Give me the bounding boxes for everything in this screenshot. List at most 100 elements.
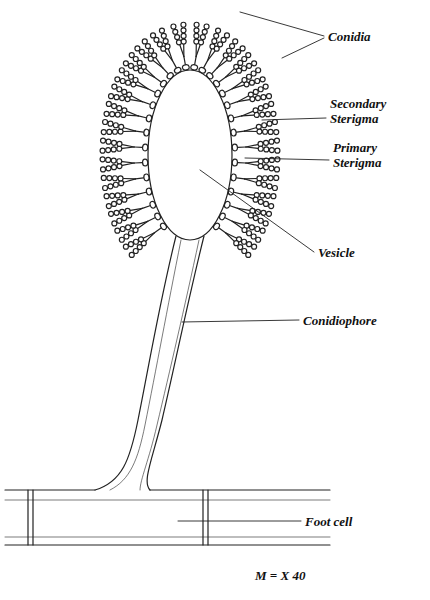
conidium bbox=[115, 193, 120, 198]
conidium bbox=[114, 210, 119, 215]
conidium bbox=[127, 92, 132, 97]
conidium bbox=[128, 63, 133, 68]
rim-cell bbox=[159, 79, 167, 88]
conidium bbox=[244, 82, 249, 87]
conidium bbox=[233, 39, 238, 44]
conidium bbox=[126, 80, 131, 85]
conidium bbox=[141, 64, 146, 69]
conidium bbox=[246, 53, 251, 58]
conidium bbox=[159, 28, 164, 33]
conidium bbox=[252, 61, 257, 66]
conidium bbox=[242, 239, 247, 244]
conidium bbox=[214, 46, 219, 51]
primary-sterigma bbox=[230, 102, 238, 105]
conidium bbox=[100, 148, 105, 153]
conidium bbox=[173, 29, 178, 34]
secondary-sterigma bbox=[246, 163, 258, 165]
conidium bbox=[101, 167, 106, 172]
conidium bbox=[149, 48, 154, 53]
rim-cell bbox=[149, 201, 156, 209]
primary-sterigma bbox=[142, 206, 150, 209]
primary-sterigma bbox=[225, 89, 232, 93]
conidium bbox=[250, 97, 255, 102]
conidium bbox=[112, 176, 117, 181]
rim-cell bbox=[232, 144, 237, 151]
conidium bbox=[106, 101, 111, 106]
primary-sterigma bbox=[195, 57, 196, 65]
conidiophore-wall bbox=[110, 240, 181, 490]
conidium bbox=[101, 175, 106, 180]
conidium bbox=[224, 33, 229, 38]
conidium bbox=[265, 193, 270, 198]
primary-sterigma bbox=[154, 77, 161, 82]
secondary-sterigma bbox=[124, 178, 136, 180]
secondary-sterigma bbox=[132, 96, 143, 102]
conidium bbox=[272, 120, 277, 125]
conidium bbox=[125, 208, 130, 213]
conidium bbox=[242, 66, 247, 71]
primary-sterigma bbox=[237, 178, 245, 179]
septum bbox=[28, 490, 33, 545]
conidium bbox=[253, 197, 258, 202]
secondary-sterigma bbox=[232, 85, 243, 89]
conidium bbox=[248, 213, 253, 218]
sterigmata-and-conidia bbox=[100, 22, 280, 257]
conidium bbox=[258, 106, 263, 111]
conidium bbox=[171, 24, 176, 29]
conidium bbox=[260, 77, 265, 82]
conidium bbox=[119, 68, 124, 73]
primary-sterigma bbox=[219, 77, 226, 82]
conidium bbox=[145, 44, 150, 49]
conidium bbox=[266, 94, 271, 99]
primary-sterigma bbox=[238, 162, 246, 164]
conidium bbox=[255, 96, 260, 101]
conidium bbox=[133, 66, 138, 71]
primary-sterigma bbox=[219, 228, 226, 233]
leader-line bbox=[200, 170, 314, 252]
primary-sterigma bbox=[136, 178, 144, 179]
conidium bbox=[138, 237, 143, 242]
rim-cell bbox=[154, 212, 162, 220]
conidium bbox=[264, 165, 269, 170]
primary-sterigma bbox=[163, 68, 168, 74]
primary-sterigma bbox=[234, 116, 242, 118]
conidium bbox=[269, 101, 274, 106]
conidium bbox=[122, 89, 127, 94]
rim-cell bbox=[143, 129, 149, 136]
rim-cell bbox=[212, 79, 220, 88]
leader-line bbox=[245, 158, 329, 160]
conidium bbox=[107, 176, 112, 181]
part-label: Primary Sterigma bbox=[333, 140, 418, 170]
conidium bbox=[237, 68, 242, 73]
conidium bbox=[117, 87, 122, 92]
secondary-sterigma bbox=[156, 58, 163, 68]
conidium bbox=[263, 176, 268, 181]
conidium bbox=[227, 56, 232, 61]
primary-sterigma bbox=[204, 61, 208, 68]
conidium bbox=[234, 241, 239, 246]
secondary-sterigma bbox=[246, 147, 258, 148]
rim-cell bbox=[146, 188, 153, 196]
conidium bbox=[115, 228, 120, 233]
conidium bbox=[133, 239, 138, 244]
conidium bbox=[129, 53, 134, 58]
conidium bbox=[238, 60, 243, 65]
conidium bbox=[135, 46, 140, 51]
conidium bbox=[111, 158, 116, 163]
conidium bbox=[131, 223, 136, 228]
conidium bbox=[260, 228, 265, 233]
conidium bbox=[112, 84, 117, 89]
conidium bbox=[263, 129, 268, 134]
conidium bbox=[114, 95, 119, 100]
secondary-sterigma bbox=[242, 111, 253, 116]
conidium bbox=[133, 56, 138, 61]
secondary-sterigma bbox=[208, 51, 215, 61]
conidium bbox=[254, 112, 259, 117]
conidium bbox=[181, 22, 186, 27]
rim-cell bbox=[212, 222, 220, 231]
rim-cell bbox=[198, 66, 206, 74]
hypha-wall bbox=[150, 489, 330, 490]
conidium bbox=[106, 204, 111, 209]
conidium bbox=[214, 33, 219, 38]
